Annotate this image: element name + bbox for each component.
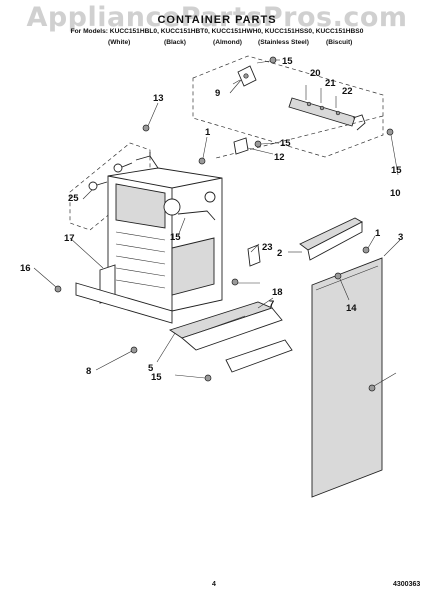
callout-label: 8 bbox=[86, 366, 91, 377]
base-tray bbox=[75, 282, 293, 373]
brackets bbox=[233, 137, 261, 267]
leader-lines bbox=[33, 59, 401, 387]
callout-label: 7 bbox=[269, 299, 274, 310]
watermark: AppliancePartsPros.com bbox=[26, 2, 408, 33]
hinge-assembly bbox=[192, 55, 384, 158]
callout-label: 9 bbox=[215, 88, 220, 99]
callout-label: 22 bbox=[342, 86, 353, 97]
page-number: 4 bbox=[212, 581, 216, 588]
callout-label: 18 bbox=[272, 287, 283, 298]
door-handle bbox=[299, 217, 363, 261]
document-number: 4300363 bbox=[393, 581, 421, 588]
callout-label: 5 bbox=[148, 363, 154, 374]
callout-label: 16 bbox=[20, 263, 31, 274]
cabinet-frame bbox=[99, 152, 223, 312]
finish-label: (Biscuit) bbox=[326, 39, 353, 46]
callout-label: 25 bbox=[68, 193, 79, 204]
callout-label: 3 bbox=[398, 232, 403, 243]
callout-label: 10 bbox=[390, 188, 401, 199]
finish-label: (Almond) bbox=[213, 39, 242, 46]
callout-label: 2 bbox=[277, 248, 282, 259]
callout-label: 15 bbox=[391, 165, 402, 176]
door-panel bbox=[311, 257, 383, 498]
model-list: For Models: KUCC151HBL0, KUCC151HBT0, KU… bbox=[70, 28, 364, 35]
callout-label: 17 bbox=[64, 233, 75, 244]
diagram-title: CONTAINER PARTS bbox=[157, 14, 277, 26]
screws bbox=[54, 56, 394, 392]
callout-label: 14 bbox=[346, 303, 357, 314]
callout-label: 20 bbox=[310, 68, 321, 79]
callout-label: 1 bbox=[375, 228, 381, 239]
callout-label: 21 bbox=[325, 78, 336, 89]
callout-labels: 13 1 15 9 20 21 22 15 12 15 10 25 17 16 … bbox=[20, 56, 403, 383]
finish-label: (White) bbox=[108, 39, 131, 46]
callout-label: 15 bbox=[282, 56, 293, 67]
callout-label: 23 bbox=[262, 242, 273, 253]
callout-label: 12 bbox=[274, 152, 285, 163]
finish-label: (Stainless Steel) bbox=[258, 39, 309, 46]
callout-label: 13 bbox=[153, 93, 164, 104]
callout-label: 15 bbox=[170, 232, 181, 243]
finish-label: (Black) bbox=[164, 39, 186, 46]
callout-label: 1 bbox=[205, 127, 211, 138]
callout-label: 15 bbox=[280, 138, 291, 149]
callout-label: 15 bbox=[151, 372, 162, 383]
